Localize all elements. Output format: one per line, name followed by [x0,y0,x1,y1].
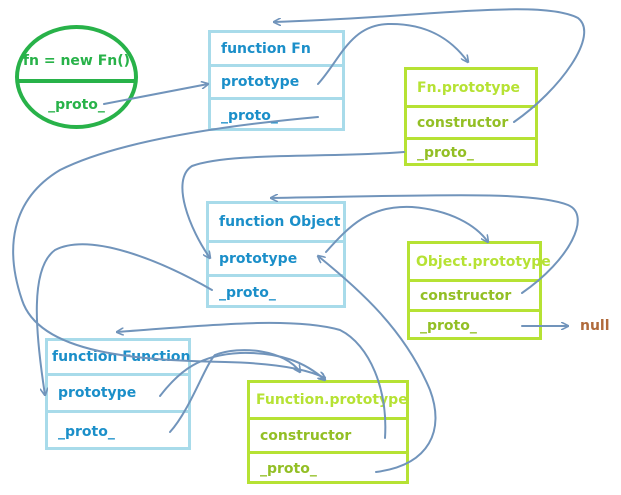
function-function-box: function Function prototype _proto_ [45,338,191,450]
function-fn-prototype: prototype [211,64,342,97]
fn-prototype-box: Fn.prototype constructor _proto_ [404,67,538,166]
function-object-prototype: prototype [209,240,343,274]
function-function-proto: _proto_ [48,410,188,450]
object-prototype-title: Object.prototype [416,253,551,270]
function-fn-proto: _proto_ [211,97,342,131]
arrow-function-prototype-to-function-prototype-box [159,351,325,397]
function-fn-box: function Fn prototype _proto_ [208,30,345,131]
null-label: null [580,318,610,334]
fn-prototype-constructor: constructor [407,105,535,137]
function-fn-title: function Fn [221,40,311,57]
function-function-title: function Function [52,349,191,365]
function-function-prototype: prototype [48,373,188,410]
instance-divider [19,79,134,83]
arrow-object-constructor-to-function-object [271,195,579,294]
arrow-fn-prototype-proto-to-object-prototype [181,151,405,258]
arrow-function-proto-to-function-prototype [169,349,300,433]
arrow-fn-prototype-to-fn-prototype-box [317,22,468,85]
instance-proto-label: _proto_ [48,97,105,113]
object-prototype-constructor: constructor [410,279,539,309]
arrow-fn-constructor-to-function-fn [274,8,586,123]
fn-prototype-proto: _proto_ [407,137,535,166]
object-prototype-box: Object.prototype constructor _proto_ [407,241,551,340]
function-object-title: function Object [219,214,341,230]
function-prototype-proto: _proto_ [250,451,406,484]
arrow-function-constructor-to-function-function [117,321,387,439]
instance-fn-node: fn = new Fn() _proto_ [15,25,138,129]
arrow-instance-proto-to-fn-prototype [103,84,208,105]
object-prototype-proto: _proto_ [410,309,539,340]
arrow-function-prototype-proto-to-object-prototype [318,256,437,473]
function-prototype-box: Function.prototype constructor _proto_ [247,380,409,484]
function-prototype-title: Function.prototype [256,392,408,408]
arrow-object-prototype-to-object-prototype-box [325,205,488,253]
arrow-object-proto-to-function-prototype [35,243,213,395]
arrow-fn-proto-to-function-prototype [12,116,325,378]
function-prototype-constructor: constructor [250,417,406,451]
instance-title: fn = new Fn() [22,53,131,69]
function-object-proto: _proto_ [209,274,343,308]
fn-prototype-title: Fn.prototype [417,79,521,96]
